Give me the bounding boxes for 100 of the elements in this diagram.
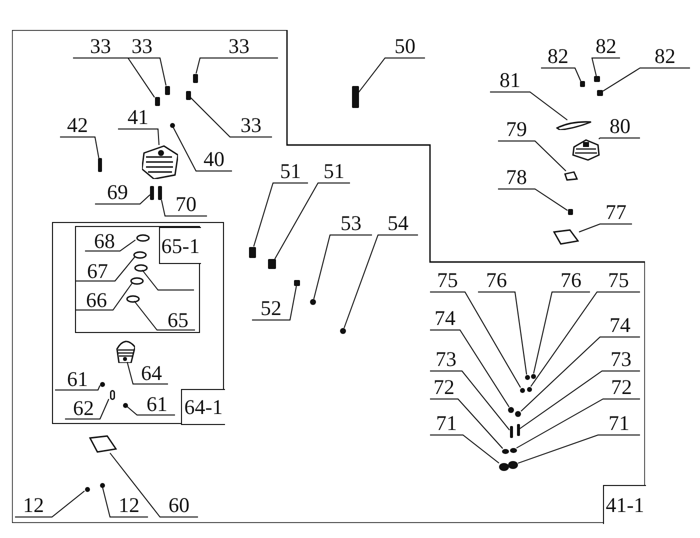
fitting-icon — [248, 246, 256, 258]
ring-icon — [134, 264, 148, 272]
callout-number: 74 — [430, 307, 460, 329]
callout-number: 69 — [95, 181, 140, 203]
leader-line — [358, 58, 426, 93]
callout-number: 74 — [600, 314, 640, 336]
callout-number: 64 — [134, 362, 169, 384]
callout-number: 73 — [430, 348, 462, 370]
small-part-icon — [502, 448, 508, 454]
callout-number: 60 — [160, 494, 198, 516]
callout-number: 62 — [66, 397, 101, 419]
ring-icon — [130, 277, 144, 285]
callout-number: 41 — [118, 106, 158, 128]
leader-line — [172, 127, 232, 172]
bolt-icon — [154, 96, 160, 106]
leader-line — [533, 292, 590, 374]
callout-number: 80 — [600, 115, 640, 137]
leader-line — [253, 182, 308, 247]
small-part-icon — [530, 374, 536, 378]
plate-icon — [564, 171, 578, 181]
callout-number: 54 — [378, 212, 418, 234]
callout-number: 66 — [78, 289, 115, 311]
bolt-icon — [294, 280, 300, 286]
ring-icon — [136, 234, 150, 242]
callout-number: 50 — [385, 35, 425, 57]
ring-icon — [133, 251, 147, 259]
pin-icon — [516, 424, 520, 436]
callout-number: 61 — [56, 368, 99, 390]
leader-line — [530, 292, 640, 387]
leader-line — [578, 224, 632, 232]
leader-line — [126, 406, 176, 416]
leader-line — [196, 58, 278, 74]
callout-number: 75 — [597, 269, 640, 291]
small-part-icon — [508, 407, 514, 413]
callout-number: 76 — [552, 269, 590, 291]
leader-line — [60, 136, 100, 158]
callout-number: 82 — [541, 45, 575, 67]
assembly-outline — [12, 30, 645, 523]
leader-line — [161, 200, 208, 216]
assembly-number: 64-1 — [181, 389, 225, 425]
ring-icon — [126, 295, 140, 303]
small-part-icon — [100, 482, 104, 488]
small-part-icon — [524, 374, 530, 380]
leader-line — [134, 300, 196, 330]
leader-line — [252, 286, 297, 320]
leader-line — [591, 58, 620, 76]
leader-line — [344, 234, 418, 328]
bolt-icon — [186, 90, 190, 100]
bolt-icon — [568, 209, 572, 215]
callout-number: 72 — [603, 376, 640, 398]
cylinder-head-icon — [142, 145, 178, 179]
leader-line — [598, 138, 640, 140]
leader-line — [430, 370, 510, 431]
leader-line — [498, 188, 568, 211]
pin-icon — [98, 158, 102, 172]
callout-number: 72 — [430, 376, 458, 398]
pin-icon — [150, 186, 154, 200]
fitting-icon — [268, 259, 276, 269]
callout-number: 79 — [498, 118, 535, 140]
callout-number: 61 — [138, 393, 176, 415]
leader-line — [516, 398, 640, 448]
small-part-icon — [122, 402, 128, 408]
pin-icon — [510, 426, 512, 438]
small-part-icon — [310, 299, 316, 305]
housing-icon — [572, 139, 600, 161]
leader-line — [519, 370, 640, 430]
callout-number: 12 — [15, 494, 52, 516]
leader-line — [430, 292, 521, 388]
assembly-number: 65-1 — [159, 227, 201, 264]
leader-line — [520, 336, 640, 412]
leader-line — [124, 58, 166, 86]
leader-line — [118, 128, 160, 146]
callout-number: 53 — [330, 212, 372, 234]
bolt-icon — [164, 86, 170, 94]
leader-line — [274, 182, 350, 260]
callout-number: 82 — [592, 35, 620, 57]
callout-number: 65 — [159, 309, 197, 331]
leader-line — [110, 452, 198, 518]
gasket-icon — [553, 229, 579, 245]
bolt-icon — [597, 90, 603, 96]
callout-number: 81 — [490, 69, 530, 91]
callout-number: 40 — [196, 148, 232, 170]
callout-number: 51 — [273, 160, 308, 182]
callout-number: 77 — [600, 201, 632, 223]
small-part-icon — [170, 122, 174, 128]
leader-line — [518, 434, 640, 464]
leader-line — [190, 97, 272, 138]
callout-number: 70 — [165, 193, 207, 215]
small-part-icon — [340, 328, 346, 334]
bolt-icon — [580, 81, 584, 87]
leader-line — [76, 256, 136, 282]
callout-number: 51 — [318, 160, 350, 182]
leader-line — [430, 434, 500, 464]
leader-line — [102, 487, 148, 518]
callout-number: 71 — [430, 412, 463, 434]
callout-number: 75 — [430, 269, 465, 291]
leader-line — [76, 282, 133, 310]
leader-line — [64, 398, 110, 420]
callout-number: 52 — [252, 297, 290, 319]
small-part-icon — [515, 411, 521, 417]
